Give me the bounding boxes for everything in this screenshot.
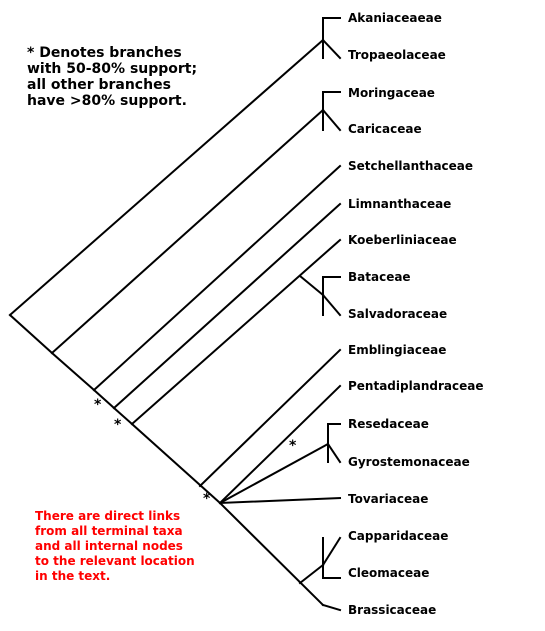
tip-gyrostemonaceae — [326, 442, 342, 464]
backbone-segment-5 — [130, 422, 222, 505]
branch-akaniaceae-clade — [8, 38, 325, 317]
taxon-label-koeberliniaceae[interactable]: Koeberliniaceae — [348, 233, 457, 247]
taxon-label-gyrostemonaceae[interactable]: Gyrostemonaceae — [348, 455, 470, 469]
branch-capparidaceae-clade — [298, 563, 325, 585]
branch-resedaceae-clade — [218, 442, 330, 505]
taxon-label-brassicaceae[interactable]: Brassicaceae — [348, 603, 437, 617]
support-legend: * Denotes branches with 50-80% support; … — [27, 45, 198, 109]
backbone-root-segment — [8, 313, 54, 355]
taxon-label-emblingiaceae[interactable]: Emblingiaceae — [348, 343, 447, 357]
tip-limnanthaceae — [112, 202, 342, 410]
tip-koeberliniaceae — [130, 238, 342, 426]
branch-moringaceae-clade — [50, 108, 325, 355]
links-note: There are direct links from all terminal… — [35, 509, 195, 583]
backbone-segment-3 — [92, 388, 116, 410]
tip-caricaceae — [321, 108, 342, 132]
taxon-label-tropaeolaceae[interactable]: Tropaeolaceae — [348, 48, 446, 62]
backbone-segment-2 — [50, 351, 96, 392]
tip-pentadiplandraceae — [218, 384, 342, 505]
support-marker-4: * — [203, 491, 211, 507]
taxon-label-setchellanthaceae[interactable]: Setchellanthaceae — [348, 159, 474, 173]
taxon-label-capparidaceae[interactable]: Capparidaceae — [348, 529, 449, 543]
taxon-label-limnanthaceae[interactable]: Limnanthaceae — [348, 197, 452, 211]
taxon-label-pentadiplandraceae[interactable]: Pentadiplandraceae — [348, 379, 484, 393]
support-marker-2: * — [114, 417, 122, 433]
taxon-label-cleomaceae[interactable]: Cleomaceae — [348, 566, 430, 580]
tip-brassicaceae — [321, 603, 342, 612]
taxon-label-caricaceae[interactable]: Caricaceae — [348, 122, 422, 136]
support-marker-1: * — [94, 397, 102, 413]
backbone-segment-4 — [112, 406, 134, 426]
tip-capparidaceae — [321, 536, 342, 567]
backbone-segment-6 — [218, 501, 325, 607]
taxon-label-salvadoraceae[interactable]: Salvadoraceae — [348, 307, 448, 321]
taxon-label-bataceae[interactable]: Bataceae — [348, 270, 411, 284]
taxon-label-tovariaceae[interactable]: Tovariaceae — [348, 492, 429, 506]
tip-salvadoraceae — [321, 293, 342, 317]
tip-setchellanthaceae — [92, 164, 342, 392]
taxon-label-resedaceae[interactable]: Resedaceae — [348, 417, 429, 431]
taxon-label-akaniaceae[interactable]: Akaniaceaeae — [348, 11, 442, 25]
taxon-label-moringaceae[interactable]: Moringaceae — [348, 86, 435, 100]
tip-tropaeolaceae — [321, 38, 342, 60]
branch-bataceae-clade — [298, 274, 325, 297]
tip-emblingiaceae — [198, 348, 342, 488]
support-marker-3: * — [289, 438, 297, 454]
tip-tovariaceae — [218, 496, 342, 505]
